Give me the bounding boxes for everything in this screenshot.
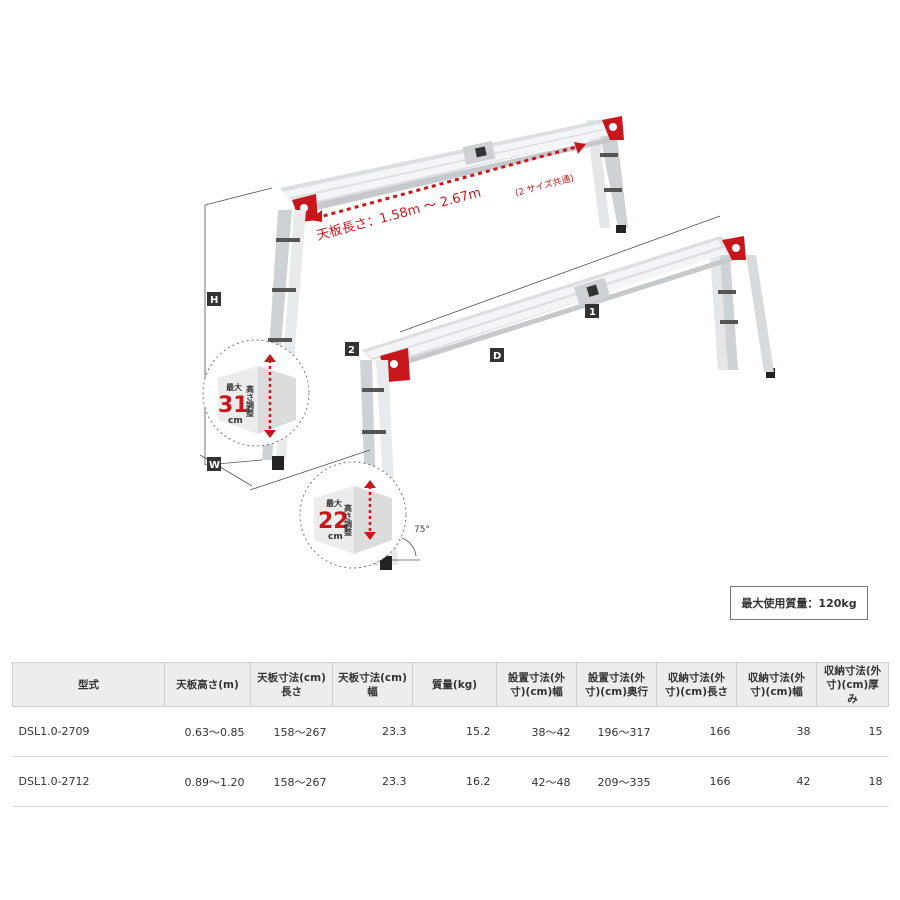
product-illustration: 天板長さ：1.58m 〜 2.67m (2 サイズ共通): [199, 116, 775, 570]
cell-top-width: 23.3: [332, 706, 413, 757]
cell-model: DSL1.0-2709: [12, 706, 165, 757]
cell-install-depth: 196〜317: [576, 706, 657, 757]
svg-text:最大: 最大: [326, 498, 342, 508]
cell-top-height: 0.89〜1.20: [164, 756, 251, 807]
length-note: (2 サイズ共通): [514, 172, 575, 199]
cell-weight: 15.2: [412, 706, 497, 757]
svg-text:最大: 最大: [226, 382, 242, 392]
header-top-length: 天板寸法(cm)長さ: [250, 662, 333, 707]
header-install-width: 設置寸法(外寸)(cm)幅: [496, 662, 577, 707]
max-load-text: 最大使用質量：120kg: [741, 597, 857, 610]
cell-storage-width: 38: [736, 706, 817, 757]
angle-indicator: 75°: [392, 525, 430, 561]
table-row: DSL1.0-2712 0.89〜1.20 158〜267 23.3 16.2 …: [12, 756, 889, 807]
cell-model: DSL1.0-2712: [12, 756, 165, 807]
svg-text:1: 1: [589, 307, 596, 318]
svg-text:75°: 75°: [414, 525, 430, 535]
label-w: W: [207, 457, 221, 471]
header-weight: 質量(kg): [412, 662, 497, 707]
cell-top-height: 0.63〜0.85: [164, 706, 251, 757]
cell-storage-thickness: 15: [816, 706, 889, 757]
label-d: D: [490, 348, 504, 362]
dimension-lines: [199, 187, 721, 491]
header-install-depth: 設置寸法(外寸)(cm)奥行: [576, 662, 657, 707]
svg-text:cm: cm: [328, 532, 343, 542]
header-top-height: 天板高さ(m): [164, 662, 251, 707]
svg-text:W: W: [209, 460, 220, 471]
svg-text:高さ調整: 高さ調整: [344, 503, 353, 537]
label-2: 2: [345, 342, 359, 356]
cell-storage-length: 166: [656, 706, 737, 757]
cell-top-length: 158〜267: [250, 756, 333, 807]
svg-text:D: D: [493, 351, 501, 362]
table-header-row: 型式 天板高さ(m) 天板寸法(cm)長さ 天板寸法(cm)幅 質量(kg) 設…: [12, 662, 889, 707]
short-platform: [360, 236, 775, 570]
tall-platform: [262, 116, 628, 470]
svg-text:2: 2: [348, 345, 355, 356]
svg-text:高さ調整: 高さ調整: [246, 384, 255, 418]
cell-install-depth: 209〜335: [576, 756, 657, 807]
table-row: DSL1.0-2709 0.63〜0.85 158〜267 23.3 15.2 …: [12, 706, 889, 757]
spec-table: 型式 天板高さ(m) 天板寸法(cm)長さ 天板寸法(cm)幅 質量(kg) 設…: [12, 662, 889, 807]
cell-top-length: 158〜267: [250, 706, 333, 757]
header-storage-length: 収納寸法(外寸)(cm)長さ: [656, 662, 737, 707]
svg-text:22: 22: [318, 509, 349, 534]
cell-storage-width: 42: [736, 756, 817, 807]
length-arrow: [310, 142, 586, 222]
height-adjust-circle-large: 最大 31 cm 高さ調整: [202, 339, 310, 447]
cell-weight: 16.2: [412, 756, 497, 807]
cell-storage-thickness: 18: [816, 756, 889, 807]
cell-top-width: 23.3: [332, 756, 413, 807]
header-storage-width: 収納寸法(外寸)(cm)幅: [736, 662, 817, 707]
height-adjust-circle-small: 最大 22 cm 高さ調整: [299, 461, 407, 569]
header-storage-thickness: 収納寸法(外寸)(cm)厚み: [816, 662, 889, 707]
svg-text:H: H: [210, 295, 218, 306]
max-load-box: 最大使用質量：120kg: [730, 586, 868, 620]
cell-install-width: 42〜48: [496, 756, 577, 807]
label-1: 1: [585, 304, 599, 318]
cell-install-width: 38〜42: [496, 706, 577, 757]
header-model: 型式: [12, 662, 165, 707]
header-top-width: 天板寸法(cm)幅: [332, 662, 413, 707]
label-h: H: [207, 292, 221, 306]
svg-text:31: 31: [218, 393, 249, 418]
svg-text:cm: cm: [228, 416, 243, 426]
cell-storage-length: 166: [656, 756, 737, 807]
